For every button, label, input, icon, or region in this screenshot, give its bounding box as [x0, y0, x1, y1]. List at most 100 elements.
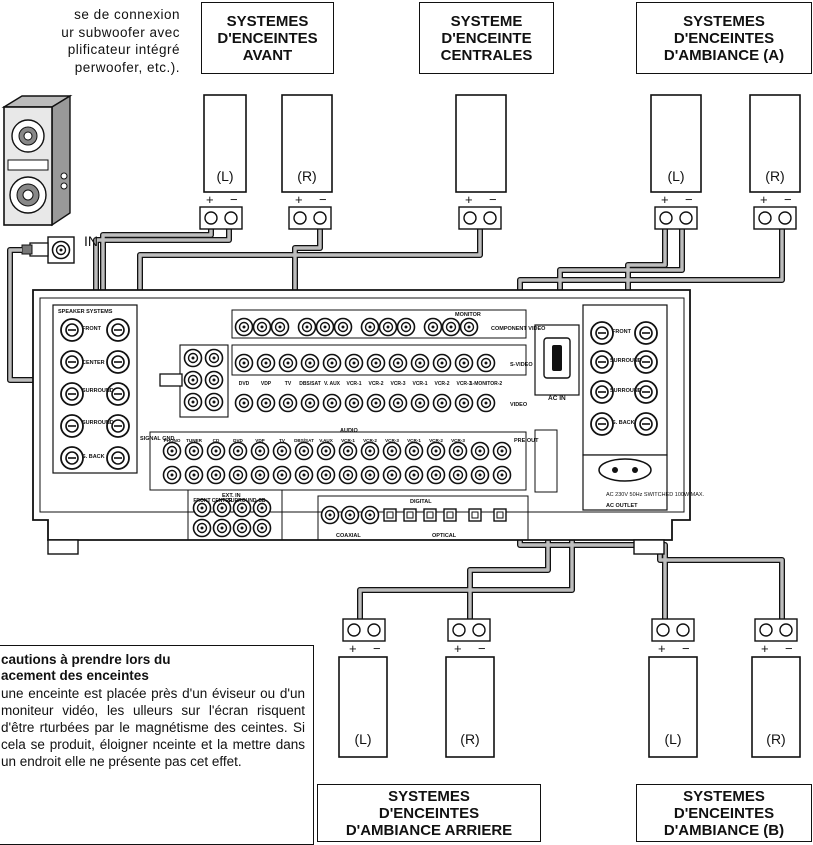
digital-jacks [320, 505, 507, 525]
svg-text:FRONT: FRONT [612, 329, 632, 335]
audio-source-label-9: VCR-2 [363, 438, 377, 443]
speaker-terminals-bottom [342, 618, 798, 642]
center-speaker-title: SYSTEME D'ENCEINTE CENTRALES [419, 2, 554, 74]
audio-source-label-4: VDP [255, 438, 264, 443]
svg-text:+: + [295, 192, 303, 207]
svg-text:+: + [761, 641, 769, 656]
svg-text:FRONT: FRONT [82, 326, 102, 332]
video-source-label-8: VCR-1 [412, 381, 427, 387]
svg-text:SURROUND: SURROUND [610, 358, 642, 364]
svg-text:S. BACK: S. BACK [612, 420, 635, 426]
svg-text:MONITOR: MONITOR [455, 312, 481, 318]
surround-b-right-speaker [751, 656, 801, 758]
receiver-labels: SPEAKER SYSTEMS FRONT CENTER SURROUND SU… [58, 309, 705, 539]
audio-source-label-10: VCR-3 [385, 438, 399, 443]
speaker-terminals-top [199, 206, 797, 230]
svg-text:SURROUND: SURROUND [82, 388, 114, 394]
video-source-label-6: VCR-2 [368, 381, 383, 387]
svg-text:PRE OUT: PRE OUT [514, 438, 539, 444]
svg-text:−: − [685, 192, 693, 207]
svg-text:+: + [349, 641, 357, 656]
svg-text:+: + [206, 192, 214, 207]
svg-text:EXT. IN: EXT. IN [222, 493, 241, 499]
surround-back-left-speaker [338, 656, 388, 758]
surround-b-left-label: (L) [664, 731, 682, 747]
svg-text:VIDEO: VIDEO [510, 402, 528, 408]
svg-text:+: + [760, 192, 768, 207]
svg-text:SURROUND: SURROUND [82, 420, 114, 426]
surround-back-right-speaker [445, 656, 495, 758]
audio-source-label-0: PHONO [164, 438, 181, 443]
svg-text:−: − [373, 641, 381, 656]
surround-a-right-speaker [749, 94, 801, 193]
surround-back-left-label: (L) [354, 731, 372, 747]
video-source-label-7: VCR-3 [390, 381, 405, 387]
front-speakers-title: SYSTEMES D'ENCEINTES AVANT [201, 2, 334, 74]
av-receiver-rear-panel [32, 289, 691, 555]
surround-a-speakers-title: SYSTEMES D'ENCEINTES D'AMBIANCE (A) [636, 2, 812, 74]
terminal-signs: +− +− +− +− +− +− +− +− +− [206, 192, 793, 656]
audio-source-label-8: VCR-1 [341, 438, 355, 443]
surround-a-left-label: (L) [667, 168, 685, 184]
subwoofer [1, 94, 73, 227]
svg-text:SPEAKER SYSTEMS: SPEAKER SYSTEMS [58, 309, 113, 315]
front-right-label: (R) [297, 168, 317, 184]
svg-text:AUDIO: AUDIO [340, 428, 358, 434]
svg-text:AC 230V 50Hz SWITCHED 100W MAX: AC 230V 50Hz SWITCHED 100W MAX. [606, 492, 705, 498]
surround-a-left-speaker [650, 94, 702, 193]
ext-in-label-0: FRONT [193, 498, 210, 504]
audio-source-label-5: TV [279, 438, 286, 443]
video-source-label-5: VCR-1 [346, 381, 361, 387]
svg-text:−: − [489, 192, 497, 207]
ext-in-label-3: SB [259, 498, 266, 504]
ext-in-label-1: CENTER [212, 498, 233, 504]
video-source-label-2: TV [285, 381, 292, 387]
video-source-label-1: VDP [261, 381, 272, 387]
svg-text:−: − [478, 641, 486, 656]
audio-source-label-7: V.AUX [319, 438, 334, 443]
front-right-speaker [281, 94, 333, 193]
audio-source-label-13: VCR-3 [451, 438, 465, 443]
intro-text: se de connexion ur subwoofer avec plific… [61, 7, 180, 75]
video-source-label-10: VCR-3 [456, 381, 471, 387]
audio-source-label-2: CD [213, 438, 220, 443]
audio-source-label-12: VCR-2 [429, 438, 443, 443]
subwoofer-in-label: IN [84, 233, 98, 249]
svg-text:+: + [661, 192, 669, 207]
svg-text:COMPONENT VIDEO: COMPONENT VIDEO [491, 326, 546, 332]
svg-text:AC IN: AC IN [548, 395, 566, 402]
svg-text:AC OUTLET: AC OUTLET [606, 503, 638, 509]
svg-text:COAXIAL: COAXIAL [336, 533, 361, 539]
video-source-label-4: V. AUX [324, 381, 341, 387]
svg-text:−: − [319, 192, 327, 207]
audio-source-label-3: DVD [233, 438, 243, 443]
svg-text:DIGITAL: DIGITAL [410, 499, 432, 505]
svg-text:S. BACK: S. BACK [82, 454, 105, 460]
video-source-label-9: VCR-2 [434, 381, 449, 387]
caution-heading: cautions à prendre lors du acement des e… [1, 652, 171, 683]
audio-source-label-6: DBS/SAT [294, 438, 314, 443]
caution-body: une enceinte est placée près d'un éviseu… [1, 686, 305, 769]
video-source-label-3: DBS/SAT [299, 381, 321, 387]
svg-text:S-VIDEO: S-VIDEO [510, 362, 533, 368]
center-speaker [455, 94, 507, 193]
svg-text:−: − [784, 192, 792, 207]
svg-text:−: − [230, 192, 238, 207]
front-left-speaker [203, 94, 247, 193]
surround-a-right-label: (R) [765, 168, 785, 184]
video-source-label-0: DVD [239, 381, 250, 387]
svg-text:SIGNAL GND: SIGNAL GND [140, 436, 174, 442]
surround-back-right-label: (R) [460, 731, 480, 747]
svg-text:+: + [454, 641, 462, 656]
surround-b-speakers-title: SYSTEMES D'ENCEINTES D'AMBIANCE (B) [636, 784, 812, 842]
svg-text:OPTICAL: OPTICAL [432, 533, 457, 539]
ext-in-label-2: SURROUND [228, 498, 257, 504]
surround-b-left-speaker [648, 656, 698, 758]
svg-text:+: + [658, 641, 666, 656]
audio-source-label-11: VCR-1 [407, 438, 421, 443]
video-source-label-11: 1-MONITOR-2 [470, 381, 503, 387]
svg-text:+: + [465, 192, 473, 207]
